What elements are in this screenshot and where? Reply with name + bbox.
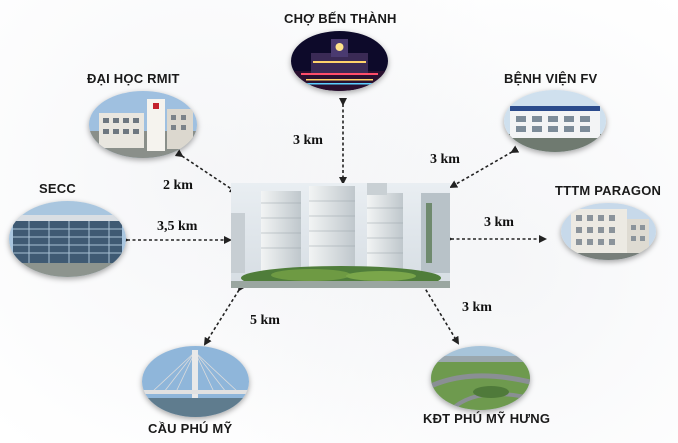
arrow-benh-vien-fv xyxy=(449,145,520,188)
label-rmit: ĐẠI HỌC RMIT xyxy=(87,71,180,86)
label-benh-vien-fv: BỆNH VIỆN FV xyxy=(504,71,598,86)
cho-ben-thanh-photo xyxy=(291,31,388,91)
distance-rmit: 2 km xyxy=(163,178,193,193)
project-towers-image xyxy=(231,183,450,288)
distance-secc: 3,5 km xyxy=(157,219,198,234)
benh-vien-fv-photo xyxy=(504,90,606,152)
distance-cho-ben-thanh: 3 km xyxy=(293,133,323,148)
label-cau-phu-my: CẦU PHÚ MỸ xyxy=(148,421,233,436)
paragon-photo xyxy=(561,203,656,260)
label-phu-my-hung: KĐT PHÚ MỸ HƯNG xyxy=(423,411,551,426)
distance-phu-my-hung: 3 km xyxy=(462,300,492,315)
arrow-cau-phu-my xyxy=(203,282,246,346)
rmit-photo xyxy=(89,91,197,158)
distance-cau-phu-my: 5 km xyxy=(250,313,280,328)
arrow-phu-my-hung xyxy=(416,277,460,345)
label-cho-ben-thanh: CHỢ BẾN THÀNH xyxy=(284,11,397,26)
label-secc: SECC xyxy=(39,181,76,196)
distance-paragon: 3 km xyxy=(484,215,514,230)
label-paragon: TTTM PARAGON xyxy=(555,183,662,198)
phu-my-hung-photo xyxy=(431,346,530,410)
cau-phu-my-photo xyxy=(142,346,249,417)
distance-benh-vien-fv: 3 km xyxy=(430,152,460,167)
secc-photo xyxy=(9,201,126,277)
